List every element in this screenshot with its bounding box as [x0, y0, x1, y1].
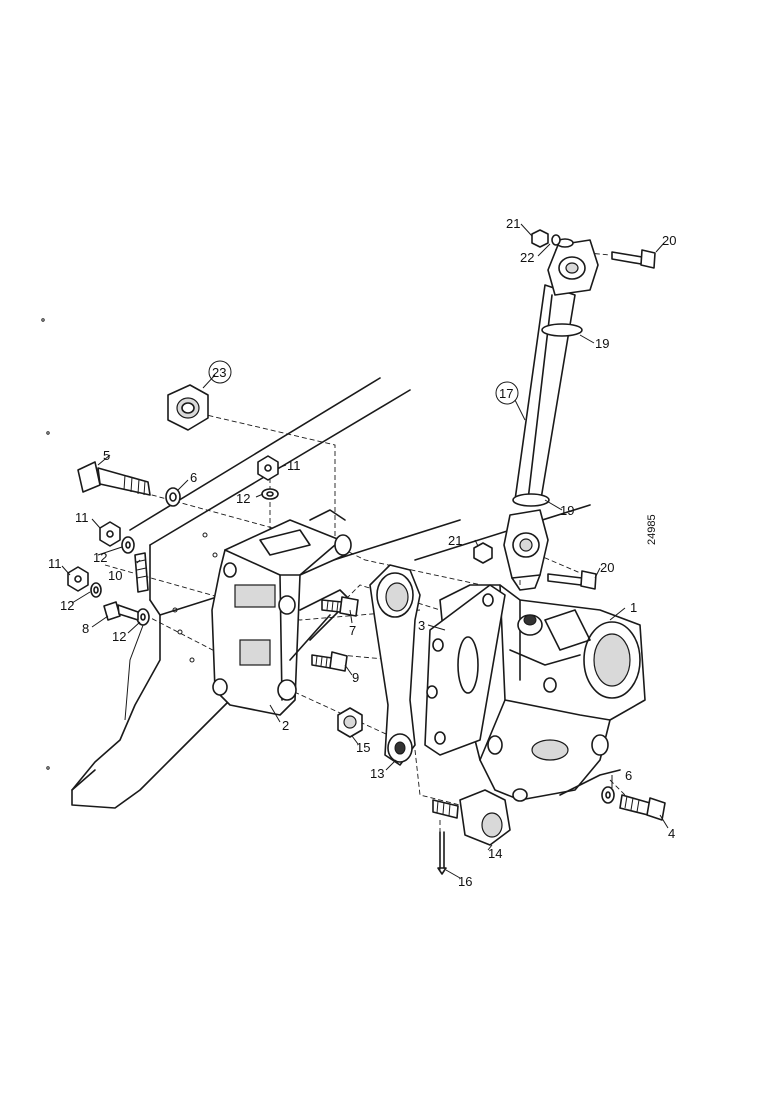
washer-6b [601, 786, 615, 804]
callout-15: 15 [356, 740, 370, 755]
steering-shaft [503, 238, 599, 591]
callout-10: 10 [108, 568, 122, 583]
callout-8: 8 [82, 621, 89, 636]
nut-11a [257, 455, 279, 481]
callout-11b: 11 [75, 510, 89, 525]
adapter-plate [424, 584, 506, 756]
callout-16: 16 [458, 874, 472, 889]
washer-12d [136, 608, 150, 626]
callout-13: 13 [370, 766, 384, 781]
pitman-arm [369, 564, 421, 766]
nut-21b [473, 542, 493, 564]
callout-12a: 12 [236, 491, 250, 506]
washer-6a [165, 487, 181, 507]
callout-11a: 11 [287, 458, 301, 473]
callout-11c: 11 [48, 556, 62, 571]
callout-9: 9 [352, 670, 359, 685]
callout-5: 5 [103, 448, 110, 463]
washer-12a [261, 488, 279, 500]
callout-23-badge: 23 [208, 360, 232, 384]
nut-23 [167, 384, 209, 431]
callout-19b: 19 [560, 503, 574, 518]
bolt-7 [321, 596, 359, 617]
callout-3: 3 [418, 618, 425, 633]
callout-7: 7 [349, 623, 356, 638]
washer-22 [551, 234, 561, 246]
bolt-20a [611, 249, 656, 269]
ball-joint-14 [432, 789, 511, 846]
callout-12c: 12 [60, 598, 74, 613]
callouts: 1 2 3 4 5 6 6 7 8 9 10 11 11 11 12 12 12… [48, 216, 676, 889]
washer-12c [90, 582, 102, 598]
callout-2: 2 [282, 718, 289, 733]
bolt-8 [103, 601, 139, 621]
callout-23: 23 [212, 365, 226, 380]
callout-21a: 21 [506, 216, 520, 231]
cotter-pin-16 [437, 831, 447, 875]
reference-number: 24985 [646, 514, 658, 545]
mounting-bracket [211, 509, 352, 716]
callout-12d: 12 [112, 629, 126, 644]
callout-6a: 6 [190, 470, 197, 485]
washer-12b [121, 536, 135, 554]
callout-6b: 6 [625, 768, 632, 783]
stud-10 [134, 552, 149, 593]
nut-21a [531, 229, 549, 248]
nut-15 [337, 707, 363, 738]
bolt-4 [619, 794, 666, 821]
bolt-20b [547, 570, 597, 590]
frame-rail [71, 377, 591, 809]
nut-11b [99, 521, 121, 547]
bolt-9 [311, 651, 348, 672]
callout-17-badge: 17 [495, 381, 519, 405]
callout-21b: 21 [448, 533, 462, 548]
callout-22: 22 [520, 250, 534, 265]
nut-11c [67, 566, 89, 592]
callout-12b: 12 [93, 550, 107, 565]
callout-19a: 19 [595, 336, 609, 351]
callout-1: 1 [630, 600, 637, 615]
callout-14: 14 [488, 846, 502, 861]
bolt-5 [77, 461, 151, 496]
callout-20a: 20 [662, 233, 676, 248]
callout-20b: 20 [600, 560, 614, 575]
callout-17: 17 [499, 386, 513, 401]
leader-lines [61, 223, 669, 879]
callout-4: 4 [668, 826, 675, 841]
